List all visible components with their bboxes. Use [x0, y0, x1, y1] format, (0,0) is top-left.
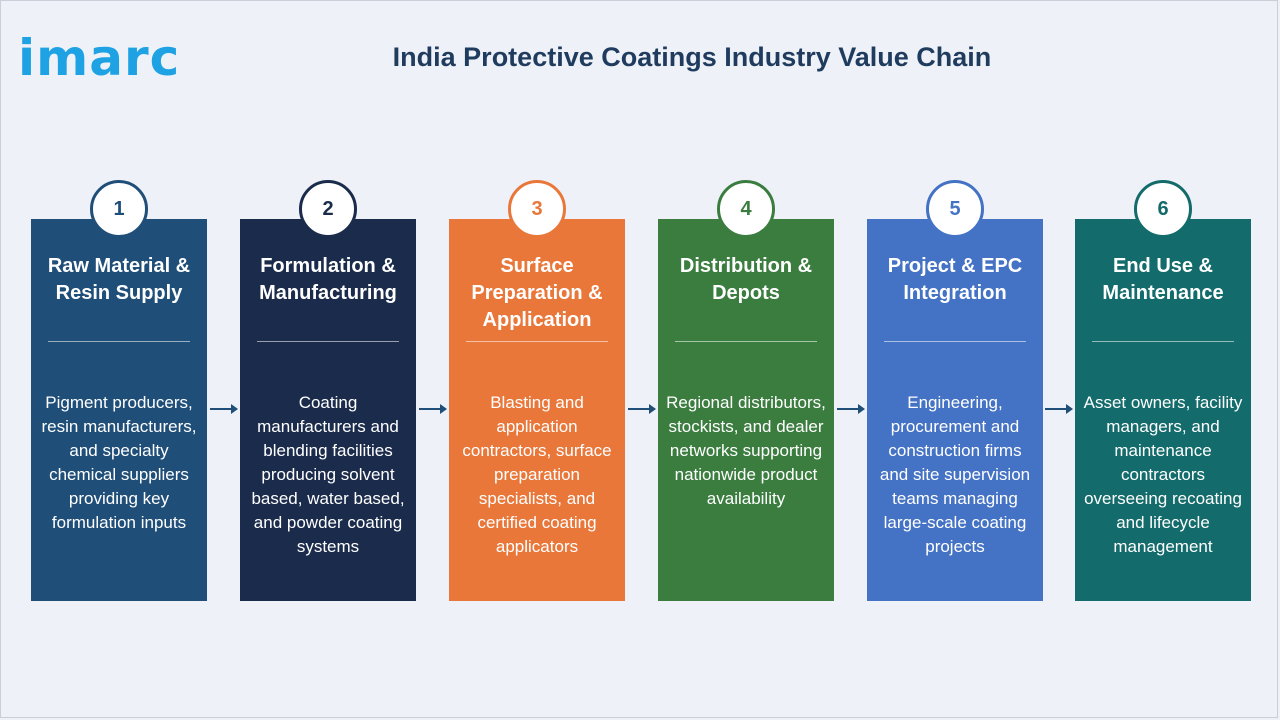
step-divider: [1092, 341, 1234, 342]
step-divider: [257, 341, 399, 342]
imarc-logo: imarc: [18, 28, 180, 88]
step-divider: [884, 341, 1026, 342]
step-description: Asset owners, facility managers, and mai…: [1083, 393, 1243, 556]
step-heading: Formulation & Manufacturing: [259, 255, 397, 304]
flow-arrow-icon: [836, 404, 865, 414]
step-number-badge-2: 2: [299, 180, 357, 238]
flow-arrow-icon: [627, 404, 656, 414]
step-number-badge-6: 6: [1134, 180, 1192, 238]
step-divider: [466, 341, 608, 342]
step-number-badge-1: 1: [90, 180, 148, 238]
step-heading: Distribution & Depots: [679, 255, 813, 304]
step-description: Blasting and application contractors, su…: [462, 393, 612, 556]
step-heading: Project & EPC Integration: [887, 255, 1023, 304]
step-number-badge-4: 4: [717, 180, 775, 238]
flow-arrow-icon: [209, 404, 238, 414]
flow-arrow-icon: [1045, 404, 1073, 414]
step-divider: [675, 341, 817, 342]
logo-text-i: i: [18, 29, 37, 87]
flow-arrow-icon: [418, 404, 447, 414]
step-description: Pigment producers, resin manufacturers, …: [41, 393, 197, 532]
step-heading: End Use & Maintenance: [1102, 255, 1224, 304]
page-title: India Protective Coatings Industry Value…: [392, 42, 992, 72]
step-divider: [48, 341, 190, 342]
step-heading: Raw Material & Resin Supply: [47, 255, 191, 304]
step-heading: Surface Preparation & Application: [471, 255, 603, 331]
step-number-badge-3: 3: [508, 180, 566, 238]
step-number-badge-5: 5: [926, 180, 984, 238]
step-description: Engineering, procurement and constructio…: [879, 393, 1031, 556]
step-description: Regional distributors, stockists, and de…: [666, 393, 826, 508]
step-description: Coating manufacturers and blending facil…: [251, 393, 405, 556]
logo-text-marc: marc: [36, 29, 181, 87]
